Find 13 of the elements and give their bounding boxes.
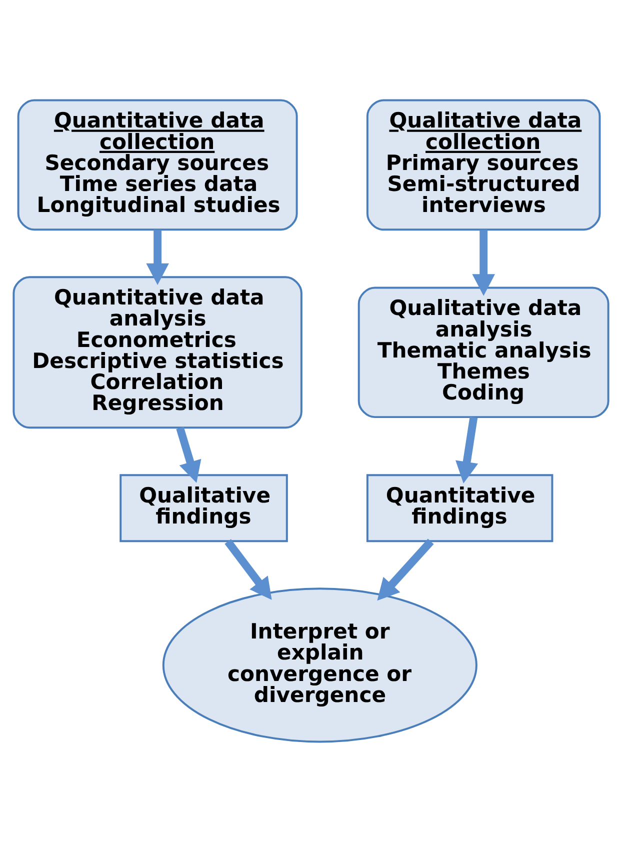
node-box: Qualitative data collection Primary sources Semi-structured interviews	[366, 98, 601, 230]
arrow	[224, 538, 272, 600]
node-box: Qualitative findings	[120, 474, 288, 542]
node-ellipse: Interpret or explain convergence or divergence	[162, 587, 478, 742]
arrow	[472, 229, 495, 296]
arrow	[146, 229, 169, 285]
node-box: Quantitative data analysis Econometrics Descriptive statistics Correlation Regression	[12, 276, 302, 428]
node-box: Quantitative findings	[366, 474, 554, 542]
arrow	[456, 416, 478, 483]
node-box: Quantitative data collection Secondary sources Time series data Longitudinal studies	[17, 98, 298, 230]
arrow	[377, 538, 434, 600]
node-box: Qualitative data analysis Thematic analysis Themes Coding	[358, 286, 610, 418]
arrow	[176, 426, 202, 482]
